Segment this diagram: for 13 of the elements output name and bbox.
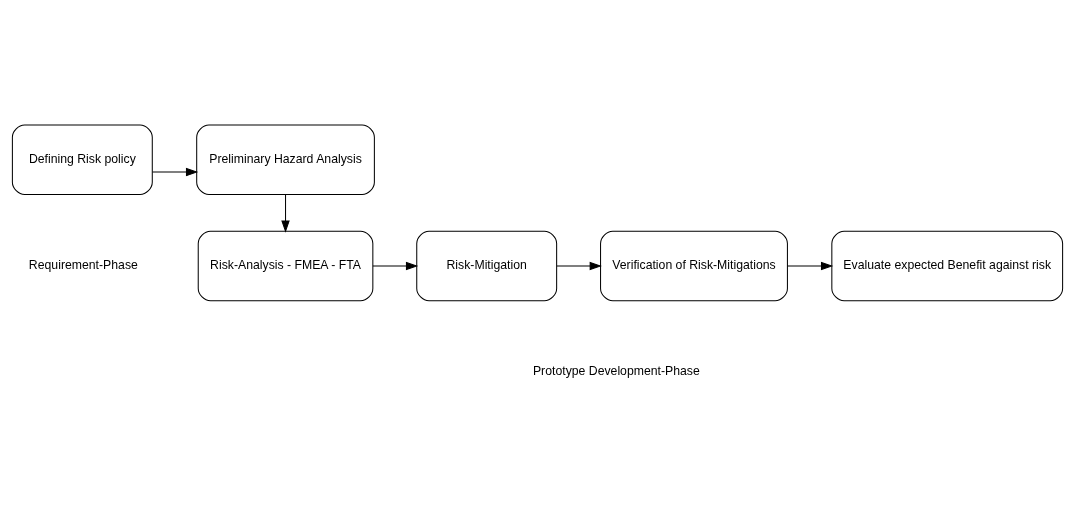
node-box: Risk-Mitigation (416, 230, 558, 301)
arrow (281, 193, 290, 233)
arrow (787, 261, 834, 270)
label: Requirement-Phase (28, 257, 138, 272)
node-box: Evaluate expected Benefit against risk (831, 230, 1064, 301)
arrow (556, 261, 602, 270)
arrow (152, 167, 199, 176)
node-box: Risk-Analysis - FMEA - FTA (197, 230, 374, 301)
node-box: Verification of Risk-Mitigations (600, 230, 788, 301)
label: Prototype Development-Phase (532, 363, 700, 378)
node-box: Preliminary Hazard Analysis (196, 124, 375, 195)
node-box: Defining Risk policy (11, 124, 153, 195)
arrow (372, 261, 419, 270)
